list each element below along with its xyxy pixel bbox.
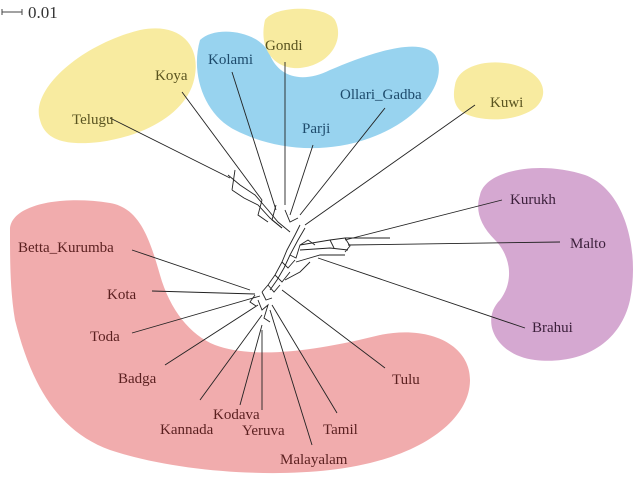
label-kota: Kota	[107, 287, 137, 303]
label-malto: Malto	[570, 236, 606, 252]
label-kannada: Kannada	[160, 422, 214, 438]
edge-telugu	[109, 117, 231, 179]
edge-parji	[289, 144, 314, 216]
edge-badga	[164, 304, 259, 366]
label-kuwi: Kuwi	[490, 95, 523, 111]
edge-kurukh	[344, 199, 503, 241]
purple-blob	[478, 167, 633, 361]
label-telugu: Telugu	[72, 112, 114, 128]
red-blob	[10, 200, 470, 474]
label-kodava: Kodava	[213, 407, 260, 423]
edge-betta-kurumba	[131, 249, 251, 291]
label-tulu: Tulu	[392, 372, 420, 388]
yellow-blob-kuwi	[453, 62, 544, 120]
label-ollari-gadba: Ollari_Gadba	[340, 87, 422, 103]
edge-kodava	[239, 324, 263, 406]
taxon-labels: Telugu Koya Gondi Kolami Ollari_Gadba Pa…	[18, 38, 606, 468]
edge-tulu	[281, 289, 386, 369]
edge-ollari-gadba	[299, 107, 386, 216]
edge-kuwi	[304, 104, 476, 226]
label-brahui: Brahui	[532, 320, 573, 336]
edge-malto	[347, 241, 561, 246]
edge-kannada	[199, 314, 263, 401]
label-parji: Parji	[302, 121, 330, 137]
edge-toda	[131, 295, 261, 334]
label-yeruva: Yeruva	[242, 423, 285, 439]
scale-bar: 0.01	[1, 3, 58, 22]
edge-koya	[181, 91, 263, 201]
network-edges	[109, 62, 561, 446]
label-kurukh: Kurukh	[510, 192, 556, 208]
edge-malayalam	[269, 309, 313, 446]
yellow-blob-telugu-koya	[38, 28, 196, 144]
label-betta-kurumba: Betta_Kurumba	[18, 240, 114, 256]
label-toda: Toda	[90, 329, 120, 345]
label-kolami: Kolami	[208, 52, 253, 68]
yellow-blob-gondi	[263, 8, 339, 69]
label-tamil: Tamil	[323, 422, 358, 438]
label-koya: Koya	[155, 68, 188, 84]
scale-bar-label: 0.01	[28, 3, 58, 22]
edge-tamil	[271, 304, 338, 414]
label-malayalam: Malayalam	[280, 452, 348, 468]
blue-blob	[196, 31, 439, 149]
edge-brahui	[317, 257, 526, 329]
edge-kolami	[231, 71, 277, 211]
edge-kota	[151, 290, 256, 295]
label-gondi: Gondi	[265, 38, 303, 54]
label-badga: Badga	[118, 371, 157, 387]
